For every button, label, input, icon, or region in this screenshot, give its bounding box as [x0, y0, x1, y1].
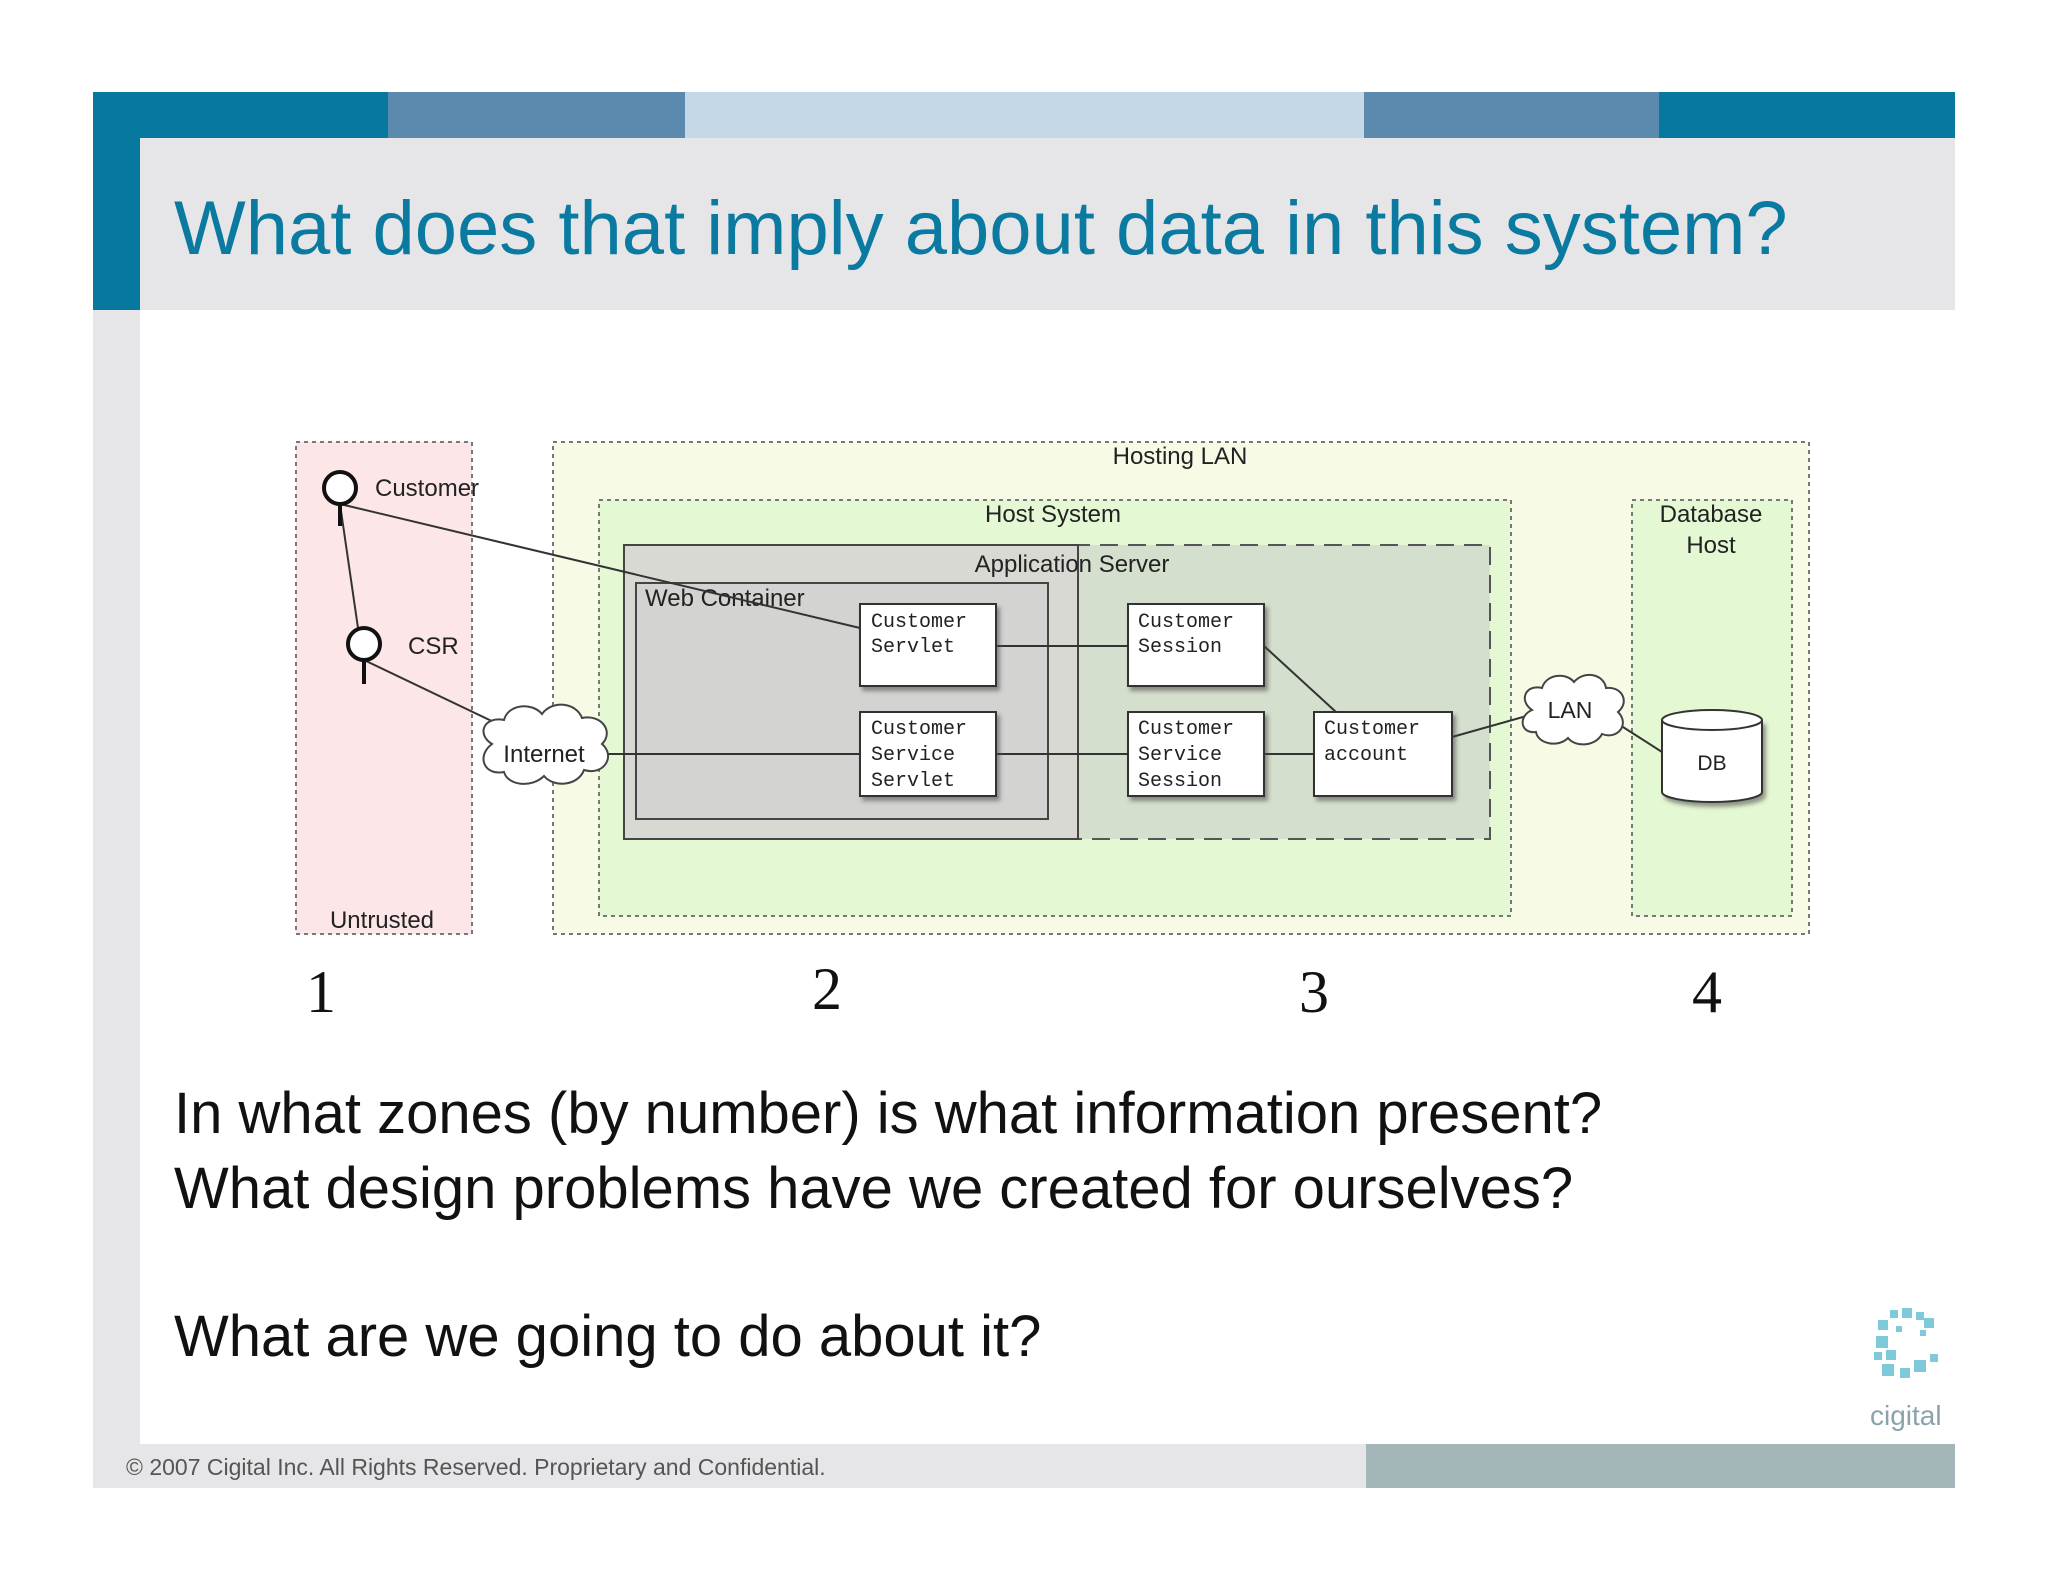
band-segment-dark-left	[93, 92, 388, 138]
account-to-lan-line	[1451, 714, 1531, 738]
csr-actor-label: CSR	[408, 633, 459, 660]
database-top	[1661, 709, 1763, 731]
untrusted-zone	[295, 441, 473, 935]
csr-to-internet-line	[363, 659, 501, 726]
title-background	[140, 138, 1955, 310]
customer-session-line2: Session	[1138, 636, 1222, 659]
customer-servlet-line1: Customer	[871, 611, 967, 634]
customer-actor-label: Customer	[375, 475, 479, 502]
database-cylinder: DB	[1661, 709, 1763, 803]
connection-lines	[339, 503, 1663, 755]
zone-number-2: 2	[812, 956, 842, 1022]
database-host-zone	[1631, 499, 1793, 917]
slide-title: What does that imply about data in this …	[174, 186, 1788, 271]
footer-accent-bar	[1366, 1444, 1955, 1488]
band-segment-dark-right	[1659, 92, 1955, 138]
session-to-account-line	[1263, 645, 1337, 713]
database-host-label-line2: Host	[1686, 532, 1736, 559]
zone-number-1: 1	[306, 959, 336, 1025]
database-host-label-line1: Database	[1660, 501, 1763, 528]
question-design-problems: What design problems have we created for…	[174, 1156, 1574, 1221]
cigital-logo-text: cigital	[1870, 1400, 1942, 1431]
customer-session-line1: Customer	[1138, 611, 1234, 634]
question-action: What are we going to do about it?	[174, 1304, 1042, 1369]
customer-servlet-line2: Servlet	[871, 636, 955, 659]
zone-number-4: 4	[1692, 959, 1722, 1025]
database-label: DB	[1697, 752, 1726, 775]
footer-copyright: © 2007 Cigital Inc. All Rights Reserved.…	[126, 1454, 826, 1480]
web-container-label: Web Container	[645, 585, 805, 612]
lan-cloud-shape	[1521, 673, 1625, 746]
customer-account-rect	[1313, 711, 1453, 797]
question-zones: In what zones (by number) is what inform…	[174, 1081, 1603, 1146]
csr-actor: CSR	[346, 626, 459, 684]
customer-service-session-line1: Customer	[1138, 718, 1234, 741]
customer-service-servlet-line3: Servlet	[871, 770, 955, 793]
lan-label: LAN	[1548, 697, 1593, 723]
band-segment-mid-left	[388, 92, 685, 138]
customer-service-session-line3: Session	[1138, 770, 1222, 793]
customer-actor: Customer	[322, 470, 479, 526]
database-body	[1661, 720, 1763, 803]
customer-servlet-rect	[859, 603, 997, 687]
zone-number-3: 3	[1299, 959, 1329, 1025]
cigital-logo-icon	[1874, 1308, 1938, 1378]
customer-service-servlet-line2: Service	[871, 744, 955, 767]
customer-service-servlet-line1: Customer	[871, 718, 967, 741]
hosting-lan-label: Hosting LAN	[1113, 443, 1248, 470]
customer-service-session-line2: Service	[1138, 744, 1222, 767]
internet-cloud-shape	[482, 703, 609, 785]
csr-actor-icon	[346, 626, 382, 662]
title-accent-bar	[93, 138, 140, 310]
header-band	[93, 92, 1955, 138]
customer-session-rect	[1127, 603, 1265, 687]
untrusted-label: Untrusted	[330, 907, 434, 934]
left-margin-strip	[93, 310, 140, 1444]
band-segment-light	[685, 92, 1364, 138]
internet-label: Internet	[503, 741, 585, 768]
host-system-label: Host System	[985, 501, 1121, 528]
customer-account-line1: Customer	[1324, 718, 1420, 741]
customer-to-servlet-line	[339, 503, 861, 629]
customer-account-line2: account	[1324, 744, 1408, 767]
application-server-label: Application Server	[975, 551, 1170, 578]
band-segment-mid-right	[1364, 92, 1659, 138]
customer-servlet-box: Customer Servlet	[859, 603, 997, 687]
customer-service-servlet-rect	[859, 711, 997, 797]
internet-cloud: Internet	[482, 703, 609, 785]
customer-service-servlet-box: Customer Service Servlet	[859, 711, 997, 797]
footer-background	[93, 1444, 1366, 1488]
customer-to-csr-line	[339, 503, 359, 629]
customer-session-box: Customer Session	[1127, 603, 1265, 687]
customer-service-session-rect	[1127, 711, 1265, 797]
lan-cloud: LAN	[1521, 673, 1625, 746]
customer-actor-icon	[322, 470, 358, 506]
customer-account-box: Customer account	[1313, 711, 1453, 797]
customer-service-session-box: Customer Service Session	[1127, 711, 1265, 797]
